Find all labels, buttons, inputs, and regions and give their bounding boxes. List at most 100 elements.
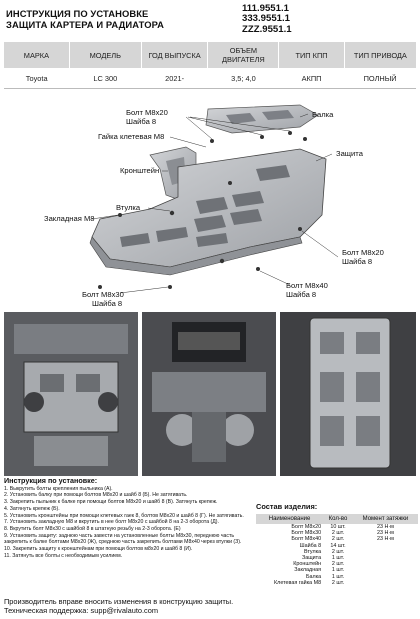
component-torque: 23 Н·м bbox=[376, 530, 394, 537]
table-row: Шайба 8 14 шт. bbox=[256, 543, 418, 549]
installation-photos bbox=[4, 312, 416, 476]
component-qty: 2 шт. bbox=[331, 561, 345, 568]
components-header: Момент затяжки bbox=[352, 514, 418, 524]
product-code: 111.9551.1 bbox=[242, 3, 289, 14]
instruction-step: 1. Выкрутить болты крепления пыльника (А… bbox=[4, 485, 113, 492]
instruction-step: 11. Затянуть все болты с необходимым уси… bbox=[4, 552, 123, 559]
component-qty: 2 шт. bbox=[331, 579, 345, 586]
table-row: Болт М8х30 2 шт. 23 Н·м bbox=[256, 530, 418, 536]
component-name: Балка bbox=[305, 573, 322, 580]
label-bolt-bottom: Болт М8х30 bbox=[82, 290, 124, 299]
components-header: Наименование bbox=[256, 514, 324, 524]
instruction-step: 3. Закрепить пыльник к балке при помощи … bbox=[4, 499, 218, 506]
table-row: Защита 1 шт. bbox=[256, 555, 418, 561]
component-name: Защита bbox=[301, 555, 322, 562]
label-bolt-top: Болт М8х20 bbox=[126, 108, 168, 117]
component-qty: 2 шт. bbox=[331, 536, 345, 543]
label-bolt-m8x40: Болт М8х40 bbox=[286, 281, 328, 290]
label-guard: Защита bbox=[336, 149, 363, 158]
instruction-step: 5. Установить кронштейны при помощи клет… bbox=[4, 512, 244, 519]
label-washer-bottom: Шайба 8 bbox=[92, 299, 123, 308]
photo-step-1 bbox=[4, 312, 138, 476]
photo-step-3 bbox=[280, 312, 416, 476]
spec-header: ТИП ПРИВОДА bbox=[344, 42, 416, 68]
product-codes: 111.9551.1 333.9551.1 ZZZ.9551.1 bbox=[242, 3, 292, 35]
component-name: Кронштейн bbox=[293, 561, 322, 568]
spec-cell: Toyota bbox=[4, 68, 70, 89]
component-qty: 10 шт. bbox=[330, 524, 346, 530]
footer-disclaimer: Производитель вправе вносить изменения в… bbox=[4, 597, 234, 606]
instruction-step: 9. Установить защиту: заднюю часть завес… bbox=[4, 532, 242, 546]
label-washer-m8x40: Шайба 8 bbox=[286, 290, 317, 299]
spec-header: ГОД ВЫПУСКА bbox=[141, 42, 209, 68]
product-components: Состав изделия: Наименование Кол-во Моме… bbox=[256, 502, 418, 586]
components-header: Кол-во bbox=[323, 514, 353, 524]
installation-instructions: Инструкция по установке: 1. Выкрутить бо… bbox=[4, 476, 252, 559]
header: ИНСТРУКЦИЯ ПО УСТАНОВКЕ ЗАЩИТА КАРТЕРА И… bbox=[6, 3, 416, 35]
component-qty: 14 шт. bbox=[330, 542, 346, 549]
instruction-step: 8. Вкрутить болт М8х30 с шайбой 8 в штат… bbox=[4, 525, 181, 532]
product-title: ЗАЩИТА КАРТЕРА И РАДИАТОРА bbox=[6, 19, 165, 30]
support-contact: Техническая поддержка: supp@rivalauto.co… bbox=[4, 606, 159, 616]
label-beam: Балка bbox=[312, 110, 334, 119]
exploded-assembly-drawing: Болт М8х20 Шайба 8 Гайка клетевая М8 Бал… bbox=[0, 97, 420, 308]
spec-cell: 2021- bbox=[141, 68, 208, 89]
instruction-step: 2. Установить балку при помощи болтов М8… bbox=[4, 492, 188, 499]
assembly-illustration bbox=[89, 104, 339, 294]
component-name: Болт М8х40 bbox=[291, 536, 322, 543]
table-row: Закладная 1 шт. bbox=[256, 567, 418, 573]
footer: Производитель вправе вносить изменения в… bbox=[4, 597, 233, 616]
spec-header: МАРКА bbox=[4, 42, 70, 68]
table-row: Балка 1 шт. bbox=[256, 574, 418, 580]
table-row: Клетевая гайка М8 2 шт. bbox=[256, 580, 418, 586]
components-title: Состав изделия: bbox=[256, 502, 318, 511]
spec-cell: LC 300 bbox=[69, 68, 142, 89]
guard-plate bbox=[89, 148, 327, 276]
label-embedded-nut: Закладная М8 bbox=[44, 214, 95, 223]
spec-header: ОБЪЕМ ДВИГАТЕЛЯ bbox=[207, 42, 280, 68]
vehicle-spec-table: МАРКА МОДЕЛЬ ГОД ВЫПУСКА ОБЪЕМ ДВИГАТЕЛЯ… bbox=[4, 42, 416, 89]
table-row: Втулка 2 шт. bbox=[256, 549, 418, 555]
component-name: Болт М8х30 bbox=[291, 530, 322, 537]
instructions-title: Инструкция по установке: bbox=[4, 476, 98, 485]
product-code: 333.9551.1 bbox=[242, 13, 291, 25]
instruction-step: 7. Установить закладную М8 и вкрутить в … bbox=[4, 519, 219, 526]
label-bracket: Кронштейн bbox=[120, 166, 160, 175]
spec-cell: 3,5; 4,0 bbox=[207, 68, 279, 89]
photo-guard-installed-image bbox=[280, 312, 416, 476]
label-washer-right: Шайба 8 bbox=[342, 257, 373, 266]
photo-step-2 bbox=[142, 312, 276, 476]
table-row: Кронштейн 2 шт. bbox=[256, 561, 418, 567]
label-bolt-right: Болт М8х20 bbox=[342, 248, 384, 257]
spec-header: ТИП КПП bbox=[278, 42, 345, 68]
component-torque bbox=[353, 580, 418, 586]
component-name: Шайба 8 bbox=[299, 542, 322, 549]
component-torque: 23 Н·м bbox=[376, 524, 394, 530]
photo-underbody-image bbox=[4, 312, 138, 476]
components-table: Наименование Кол-во Момент затяжки Болт … bbox=[256, 514, 418, 586]
spec-cell: ПОЛНЫЙ bbox=[344, 68, 416, 89]
component-qty: 1 шт. bbox=[331, 573, 345, 580]
label-cage-nut: Гайка клетевая М8 bbox=[98, 132, 165, 141]
component-qty: 2 шт. bbox=[331, 530, 345, 537]
instruction-step: 10. Закрепить защиту к кронштейнам при п… bbox=[4, 546, 193, 553]
instruction-title: ИНСТРУКЦИЯ ПО УСТАНОВКЕ bbox=[6, 8, 149, 19]
table-row: Болт М8х20 10 шт. 23 Н·м bbox=[256, 524, 418, 530]
component-qty: 1 шт. bbox=[331, 555, 345, 562]
instruction-step: 4. Затянуть крепеж (Б). bbox=[4, 505, 60, 512]
product-code: ZZZ.9551.1 bbox=[242, 23, 292, 35]
component-name: Закладная bbox=[294, 567, 322, 574]
spec-cell: АКПП bbox=[278, 68, 345, 89]
fastener-set bbox=[98, 131, 307, 289]
label-bushing: Втулка bbox=[116, 203, 141, 212]
component-name: Болт М8х20 bbox=[291, 524, 322, 530]
beam-part bbox=[205, 104, 319, 134]
table-row: Болт М8х40 2 шт. 23 Н·м bbox=[256, 536, 418, 542]
component-torque: 23 Н·м bbox=[376, 536, 394, 543]
component-qty: 1 шт. bbox=[331, 567, 345, 574]
component-name: Втулка bbox=[303, 548, 322, 555]
label-washer-top: Шайба 8 bbox=[126, 117, 157, 126]
component-name: Клетевая гайка М8 bbox=[274, 579, 322, 586]
component-qty: 2 шт. bbox=[331, 548, 345, 555]
leader-lines bbox=[91, 113, 339, 294]
